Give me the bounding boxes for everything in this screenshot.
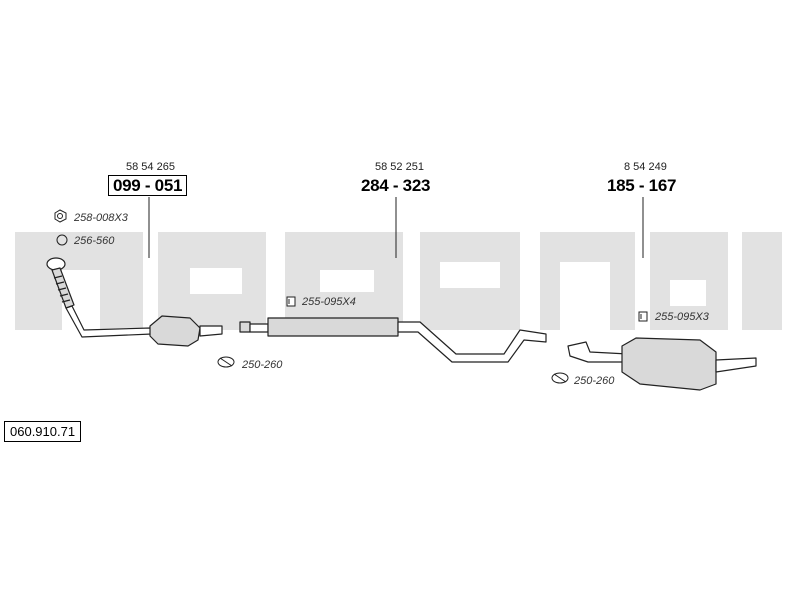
converter-outlet (199, 325, 223, 337)
middle-connector (239, 321, 251, 333)
clamp-icon (551, 372, 569, 384)
rear-inlet-pipe (567, 341, 629, 363)
accessory-label[interactable]: 250-260 (574, 375, 615, 387)
accessory-label[interactable]: 258-008X3 (74, 212, 128, 224)
front-pipe-drawing (46, 257, 223, 347)
front-flange (46, 257, 66, 271)
rear-silencer-body (621, 337, 717, 391)
middle-pipe-bend (397, 321, 547, 363)
accessory-label[interactable]: 255-095X3 (655, 311, 709, 323)
tailpipe (715, 357, 757, 373)
middle-section-drawing (239, 317, 547, 363)
hex-nut-icon (54, 209, 67, 223)
accessory-label[interactable]: 256-560 (74, 235, 115, 247)
ring-gasket-icon (56, 234, 68, 246)
leader-lines (148, 197, 644, 258)
catalytic-converter (149, 315, 201, 347)
part-number[interactable]: 284 - 323 (361, 176, 431, 195)
clamp-icon (217, 356, 235, 368)
ref-number: 8 54 249 (624, 161, 667, 173)
rear-silencer-drawing (567, 337, 757, 391)
part-number[interactable]: 099 - 051 (108, 175, 188, 196)
bolt-icon (638, 311, 648, 322)
middle-silencer (267, 317, 399, 337)
bolt-icon (286, 296, 296, 307)
ref-number: 58 54 265 (126, 161, 175, 173)
watermark-cutouts (62, 262, 706, 330)
accessory-label[interactable]: 255-095X4 (302, 296, 356, 308)
part-number[interactable]: 185 - 167 (607, 176, 677, 195)
ref-number: 58 52 251 (375, 161, 424, 173)
diagram-code: 060.910.71 (4, 421, 82, 442)
accessory-label[interactable]: 250-260 (242, 359, 283, 371)
